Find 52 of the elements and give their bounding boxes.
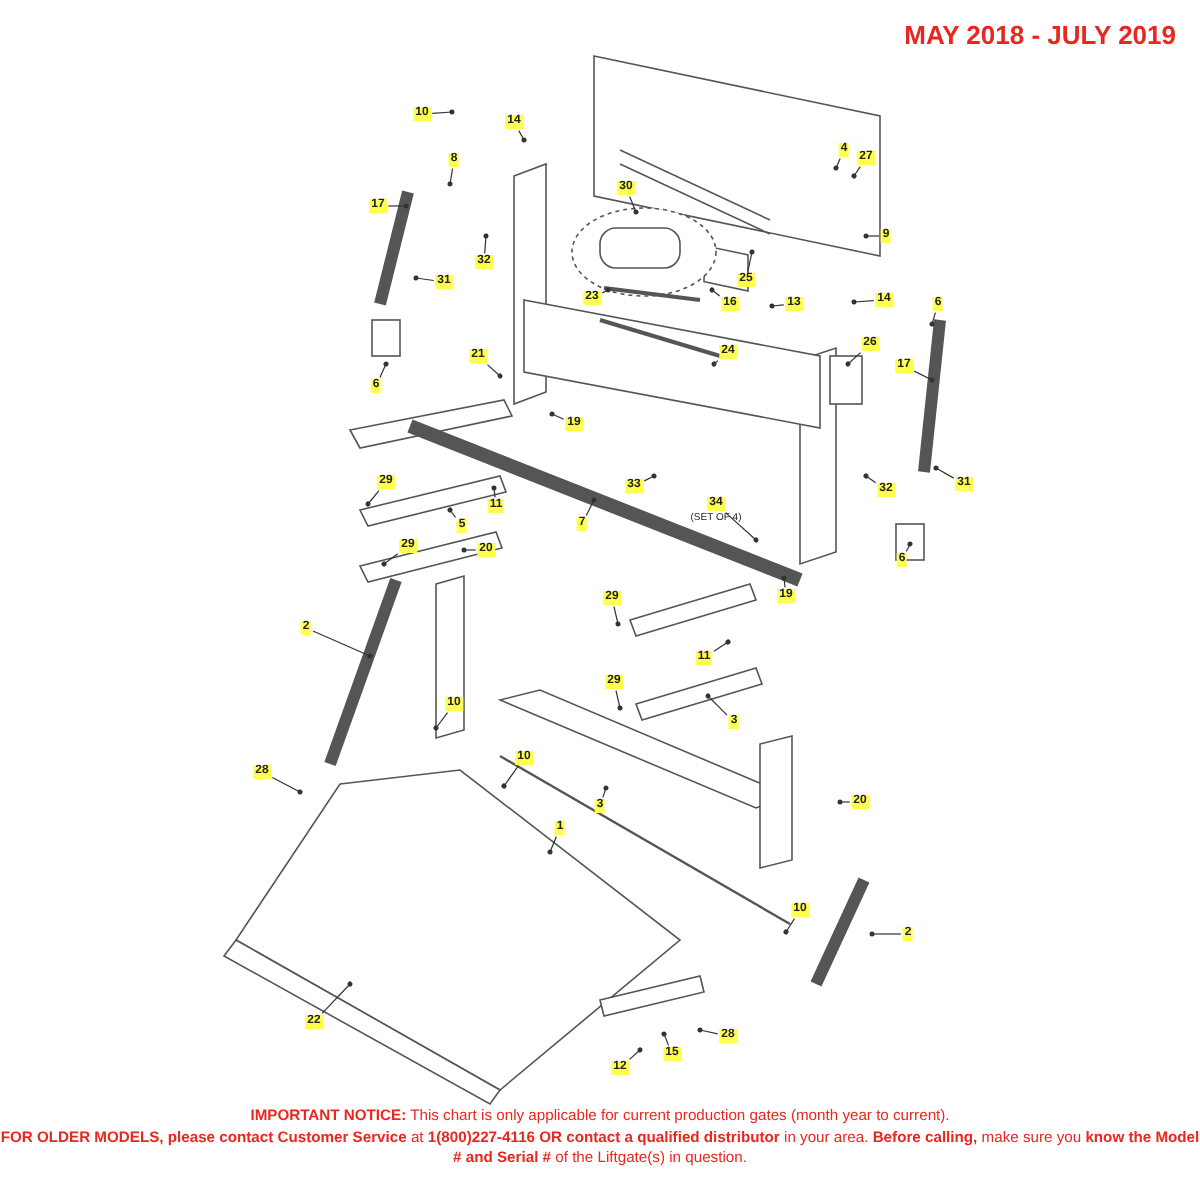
leader-line	[381, 553, 399, 567]
leader-line	[709, 287, 721, 297]
leader-line	[483, 233, 489, 254]
leader-line	[431, 109, 455, 115]
leader-line	[585, 497, 597, 516]
leader-line	[833, 158, 841, 171]
leader-line	[705, 693, 728, 716]
leader-line	[724, 512, 759, 543]
leader-line	[413, 275, 435, 282]
leader-line	[312, 630, 373, 659]
leader-line	[628, 1047, 643, 1060]
leader-line	[461, 547, 477, 553]
leader-line	[602, 785, 609, 798]
leader-line	[913, 370, 935, 383]
leader-line	[613, 606, 621, 627]
leader-line	[783, 918, 796, 935]
leader-line	[933, 465, 955, 479]
leader-line	[845, 352, 862, 367]
leader-line	[379, 361, 389, 378]
leader-line	[905, 541, 913, 552]
leader-line	[747, 249, 755, 272]
leader-line	[321, 981, 353, 1014]
leader-line	[447, 168, 454, 187]
leader-line	[549, 411, 565, 420]
leader-line	[491, 485, 497, 498]
leader-line	[863, 473, 877, 484]
leader-line	[769, 303, 785, 309]
leader-line	[837, 799, 851, 805]
leader-line	[851, 166, 861, 179]
leader-line	[869, 931, 902, 937]
leader-line	[643, 473, 657, 482]
leader-line	[697, 1027, 719, 1035]
leader-line	[781, 575, 787, 588]
leader-line	[629, 196, 639, 215]
leader-line	[547, 836, 557, 855]
leader-line	[365, 490, 380, 507]
date-range-title: MAY 2018 - JULY 2019	[904, 20, 1176, 50]
leader-line	[501, 766, 519, 789]
leader-line	[615, 690, 623, 711]
leader-line	[486, 364, 503, 379]
leader-line	[387, 203, 409, 209]
leader-line	[713, 639, 731, 652]
leader-line	[433, 712, 449, 731]
leader-line	[518, 130, 527, 143]
leader-line	[661, 1031, 670, 1046]
leader-line	[447, 507, 457, 518]
leader-line	[929, 312, 936, 327]
leader-line	[711, 360, 719, 367]
leader-line	[851, 299, 875, 305]
leader-line	[601, 287, 611, 294]
leader-line	[271, 776, 303, 795]
leader-line	[863, 233, 880, 239]
